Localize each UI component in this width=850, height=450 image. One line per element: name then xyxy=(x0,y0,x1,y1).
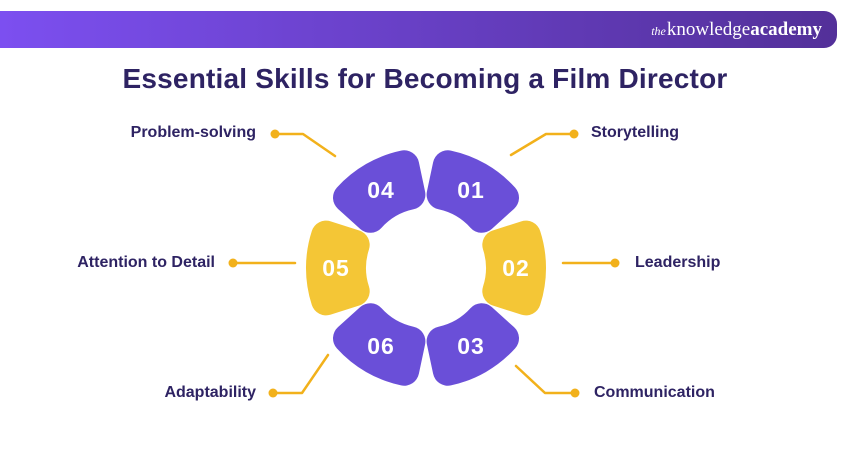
page-title: Essential Skills for Becoming a Film Dir… xyxy=(122,63,728,94)
brand-logo-academy: academy xyxy=(750,18,822,40)
brand-logo-knowledge: knowledge xyxy=(666,18,751,40)
connector-communication xyxy=(514,364,573,395)
brand-banner: the knowledge academy xyxy=(0,11,837,48)
segment-04-wedge xyxy=(333,150,426,233)
segment-03-wedge xyxy=(426,303,519,386)
segment-01-wedge xyxy=(426,150,519,233)
label-leadership: Leadership xyxy=(635,254,721,271)
segment-05-wedge xyxy=(305,220,370,316)
connector-adaptability xyxy=(271,353,330,395)
segment-01-number: 01 xyxy=(457,177,485,203)
connector-dot-attention-to-detail xyxy=(228,258,238,268)
label-attention-to-detail: Attention to Detail xyxy=(77,254,215,271)
connector-dot-storytelling xyxy=(569,129,579,139)
connector-dot-communication xyxy=(570,388,580,398)
segment-05-number: 05 xyxy=(322,255,350,281)
segment-03-number: 03 xyxy=(457,333,485,359)
segment-06-wedge xyxy=(333,303,426,386)
label-storytelling: Storytelling xyxy=(591,124,680,141)
segment-02-number: 02 xyxy=(502,255,530,281)
label-problem-solving: Problem-solving xyxy=(130,124,256,141)
label-adaptability: Adaptability xyxy=(164,384,256,401)
brand-logo: the knowledge academy xyxy=(651,19,822,41)
connector-problem-solving xyxy=(273,132,337,158)
connector-dot-leadership xyxy=(610,258,620,268)
brand-logo-the: the xyxy=(651,23,666,38)
label-communication: Communication xyxy=(594,384,715,401)
segment-04-number: 04 xyxy=(367,177,395,203)
segment-02-wedge xyxy=(482,220,547,316)
connector-dot-problem-solving xyxy=(270,129,280,139)
connector-dot-adaptability xyxy=(268,388,278,398)
segment-06-number: 06 xyxy=(367,333,395,359)
connector-storytelling xyxy=(509,132,576,157)
